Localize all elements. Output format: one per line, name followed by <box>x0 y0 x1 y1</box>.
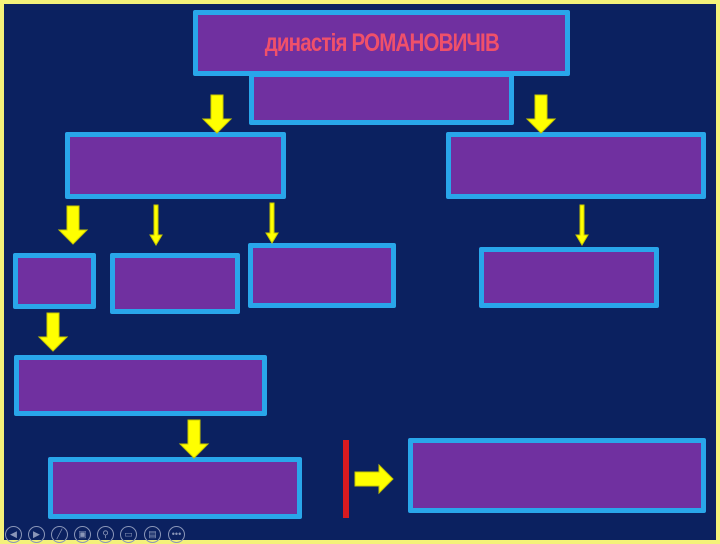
diagram-box-right-child <box>479 247 659 308</box>
diagram-box-right-branch <box>446 132 706 199</box>
down-arrow-icon <box>38 312 68 352</box>
down-arrow-icon <box>202 94 232 134</box>
title-text: династія РОМАНОВИЧІВ <box>264 28 499 57</box>
diagram-box-child-3 <box>248 243 396 308</box>
slides-icon[interactable]: ▣ <box>74 526 91 543</box>
down-arrow-icon <box>58 205 88 245</box>
down-arrow-icon <box>575 204 589 246</box>
subtitles-icon[interactable]: ▭ <box>120 526 137 543</box>
down-arrow-icon <box>149 204 163 246</box>
down-arrow-icon <box>526 94 556 134</box>
right-arrow-icon <box>354 463 394 495</box>
slide: династія РОМАНОВИЧІВ ◀ ▶ ╱ ▣ ⚲ ▭ ▤ ••• <box>4 4 716 543</box>
camera-icon[interactable]: ▤ <box>144 526 161 543</box>
more-icon[interactable]: ••• <box>168 526 185 543</box>
arrow-icons <box>38 94 589 495</box>
diagram-box-bottom-right <box>408 438 706 513</box>
pen-icon[interactable]: ╱ <box>51 526 68 543</box>
diagram-box-left-branch <box>65 132 286 199</box>
diagram-box-grandchild <box>14 355 267 416</box>
zoom-icon[interactable]: ⚲ <box>97 526 114 543</box>
down-arrow-icon <box>265 202 279 244</box>
diagram-box-subtitle <box>249 72 514 125</box>
down-arrow-icon <box>179 419 209 459</box>
divider-line <box>343 440 349 518</box>
previous-icon[interactable]: ◀ <box>5 526 22 543</box>
diagram-box-child-2 <box>110 253 240 314</box>
diagram-box-child-1 <box>13 253 96 309</box>
title-box: династія РОМАНОВИЧІВ <box>193 10 570 76</box>
next-icon[interactable]: ▶ <box>28 526 45 543</box>
diagram-box-bottom-left <box>48 457 302 519</box>
